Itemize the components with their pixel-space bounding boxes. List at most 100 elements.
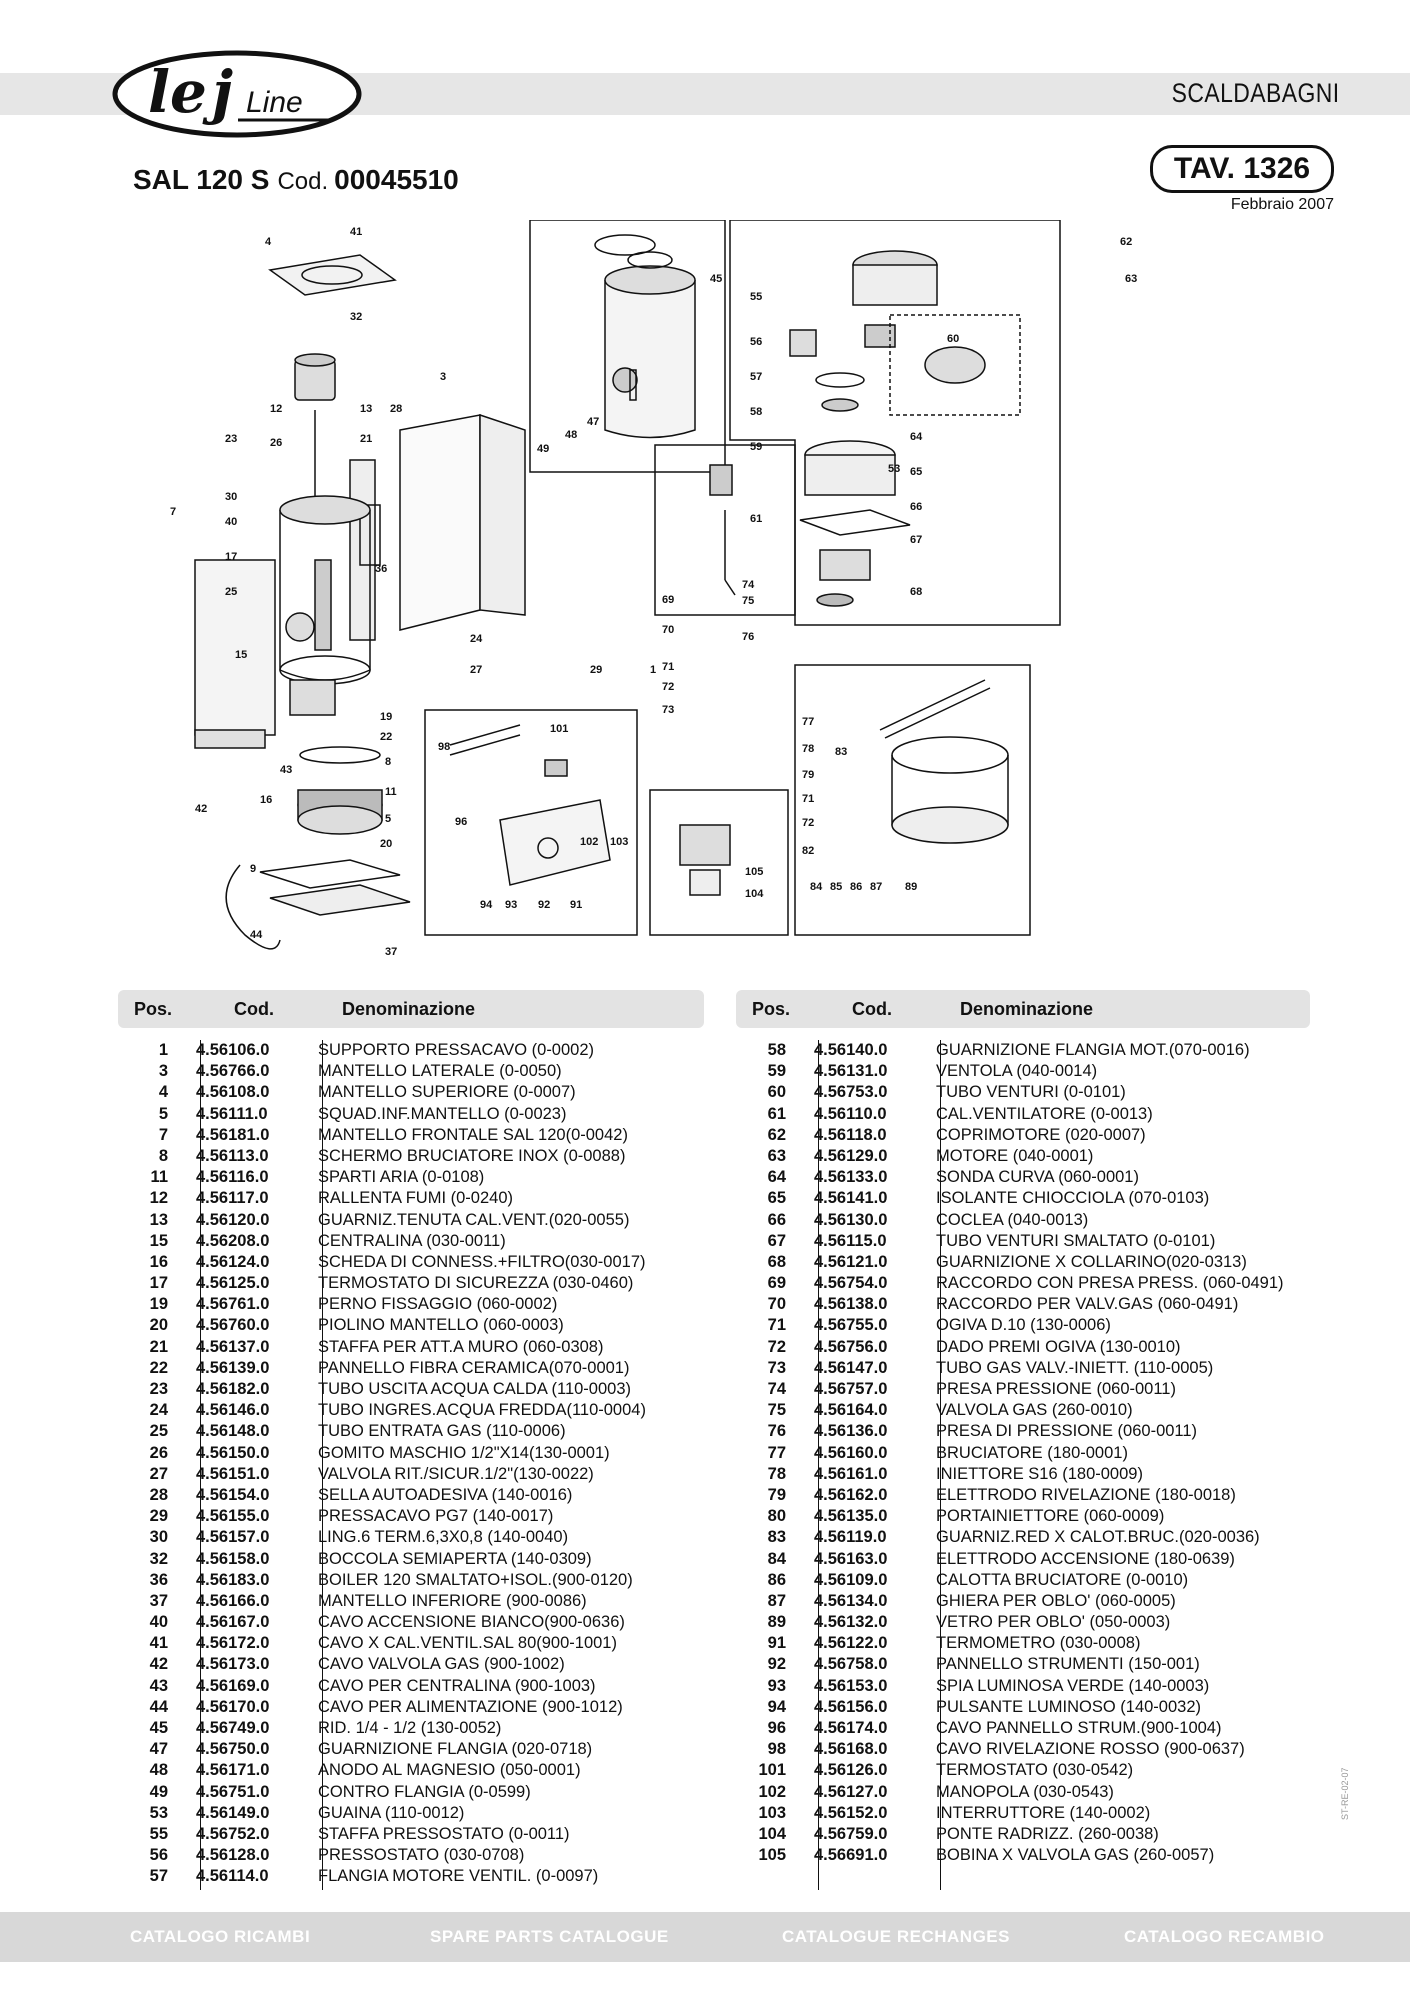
part-pos: 37 (149, 1591, 168, 1610)
header-cod: Cod. (234, 999, 274, 1019)
part-code: 4.56752.0 (196, 1824, 270, 1843)
part-code: 4.56749.0 (196, 1719, 270, 1737)
callout-41: 41 (350, 226, 362, 238)
part-name: CONTRO FLANGIA (0-0599) (318, 1782, 531, 1801)
callout-58: 58 (750, 406, 762, 418)
callout-17: 17 (225, 551, 237, 563)
part-name: PANNELLO FIBRA CERAMICA(070-0001) (318, 1358, 630, 1377)
callout-44: 44 (250, 929, 263, 941)
part-name: MOTORE (040-0001) (936, 1146, 1094, 1165)
part-pos: 79 (767, 1485, 786, 1504)
table-header-right: Pos. Cod. Denominazione (736, 990, 1310, 1028)
callout-75: 75 (742, 595, 754, 607)
callout-74: 74 (742, 579, 755, 591)
footer: CATALOGO RICAMBI SPARE PARTS CATALOGUE C… (0, 1912, 1410, 1962)
part-code: 4.56140.0 (814, 1041, 888, 1059)
model-code: 00045510 (334, 164, 459, 195)
part-pos: 67 (767, 1231, 786, 1250)
part-name: CAVO PER CENTRALINA (900-1003) (318, 1676, 596, 1695)
table-row: 69 4.56754.0 RACCORDO CON PRESA PRESS. (06… (726, 1273, 1326, 1294)
part-name: CAL.VENTILATORE (0-0013) (936, 1104, 1153, 1123)
main-assembly (194, 254, 526, 950)
callout-72b: 72 (802, 817, 814, 829)
callout-57: 57 (750, 371, 762, 383)
part-name: CAVO RIVELAZIONE ROSSO (900-0637) (936, 1740, 1245, 1759)
callout-92: 92 (538, 899, 550, 911)
part-pos: 19 (149, 1295, 168, 1314)
callout-93: 93 (505, 899, 517, 911)
callout-36: 36 (375, 563, 387, 575)
part-name: GOMITO MASCHIO 1/2"X14(130-0001) (318, 1443, 610, 1462)
callout-86: 86 (850, 881, 862, 893)
callout-40: 40 (225, 516, 237, 528)
callout-19: 19 (380, 711, 392, 723)
part-name: CAVO ACCENSIONE BIANCO(900-0636) (318, 1613, 625, 1632)
callout-11: 11 (385, 786, 397, 798)
part-code: 4.56760.0 (196, 1316, 270, 1335)
part-pos: 80 (767, 1507, 786, 1526)
part-name: TUBO INGRES.ACQUA FREDDA(110-0004) (318, 1401, 646, 1420)
part-code: 4.56160.0 (814, 1443, 888, 1462)
part-pos: 21 (149, 1337, 168, 1356)
part-code: 4.56116.0 (196, 1168, 269, 1187)
callout-96: 96 (455, 816, 467, 828)
part-pos: 69 (767, 1274, 786, 1293)
part-name: BOILER 120 SMALTATO+ISOL.(900-0120) (318, 1570, 633, 1589)
part-pos: 65 (767, 1189, 786, 1208)
part-code: 4.56122.0 (814, 1634, 888, 1653)
part-name: OGIVA D.10 (130-0006) (936, 1316, 1111, 1335)
callout-16: 16 (260, 794, 272, 806)
part-code: 4.56131.0 (814, 1062, 888, 1081)
tav-badge: TAV. 1326 (1150, 145, 1334, 193)
part-code: 4.56171.0 (196, 1761, 270, 1780)
part-code: 4.56138.0 (814, 1295, 888, 1314)
callout-20: 20 (380, 838, 392, 850)
part-pos: 84 (767, 1549, 786, 1568)
header-den: Denominazione (960, 999, 1094, 1019)
part-pos: 104 (758, 1824, 786, 1843)
part-code: 4.56163.0 (814, 1549, 888, 1568)
callout-37: 37 (385, 946, 397, 958)
part-code: 4.56754.0 (814, 1274, 888, 1293)
part-name: ELETTRODO RIVELAZIONE (180-0018) (936, 1485, 1236, 1504)
part-code: 4.56141.0 (814, 1189, 888, 1208)
part-name: RACCORDO CON PRESA PRESS. (060-0491) (936, 1274, 1284, 1293)
part-code: 4.56132.0 (814, 1613, 888, 1632)
control-panel (424, 709, 638, 936)
part-pos: 57 (149, 1867, 168, 1886)
part-name: COPRIMOTORE (020-0007) (936, 1125, 1146, 1144)
callout-89: 89 (905, 881, 917, 893)
part-code: 4.56161.0 (814, 1464, 888, 1483)
part-code: 4.56756.0 (814, 1337, 888, 1356)
part-pos: 59 (767, 1062, 786, 1081)
part-pos: 58 (767, 1041, 786, 1059)
part-pos: 29 (149, 1507, 168, 1526)
part-name: TERMOSTATO DI SICUREZZA (030-0460) (318, 1274, 634, 1293)
part-code: 4.56150.0 (196, 1443, 270, 1462)
callout-69: 69 (662, 594, 674, 606)
part-name: CAVO PANNELLO STRUM.(900-1004) (936, 1719, 1222, 1737)
part-name: TUBO ENTRATA GAS (110-0006) (318, 1422, 566, 1441)
part-code: 4.56108.0 (196, 1083, 270, 1102)
fan-panel (729, 220, 1061, 626)
callout-29: 29 (590, 664, 602, 676)
callout-82: 82 (802, 845, 814, 857)
part-code: 4.56151.0 (196, 1464, 270, 1483)
part-code: 4.56157.0 (196, 1528, 270, 1547)
